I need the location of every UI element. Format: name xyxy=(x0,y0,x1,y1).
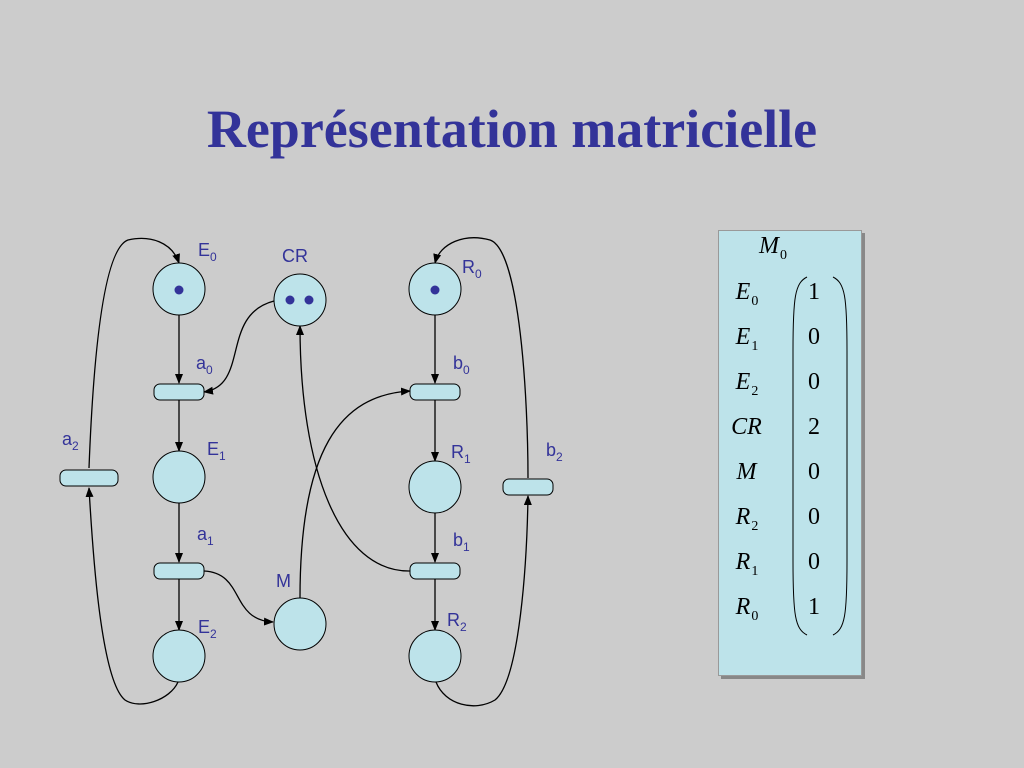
label-M: M xyxy=(276,571,291,591)
label-R1: R1 xyxy=(451,442,471,466)
label-a2: a2 xyxy=(62,429,79,453)
row-name: R0 xyxy=(735,594,759,624)
row-value: 0 xyxy=(808,549,820,575)
transitions xyxy=(59,383,554,580)
row-value: 0 xyxy=(808,459,820,485)
place-R1 xyxy=(408,460,462,514)
place-E2 xyxy=(152,629,206,683)
arc-M-b0 xyxy=(299,387,411,599)
transition-b0 xyxy=(409,383,461,401)
transition-a2 xyxy=(59,469,119,487)
labels: E0 E1 E2 CR M R0 R1 R2 a0 a1 a2 b0 b1 b2 xyxy=(62,240,563,641)
label-CR: CR xyxy=(282,246,308,266)
token-R0 xyxy=(430,285,440,295)
token-CR-2 xyxy=(304,295,314,305)
label-a0: a0 xyxy=(196,353,213,377)
marking-row: E1 0 xyxy=(719,320,861,364)
label-b2: b2 xyxy=(546,440,563,464)
row-value: 2 xyxy=(808,414,820,440)
row-value: 0 xyxy=(808,324,820,350)
arc-E2-a2 xyxy=(85,487,179,705)
matrix-brackets xyxy=(792,276,848,636)
place-M xyxy=(273,597,327,651)
arc-R2-b2 xyxy=(435,495,532,707)
marking-row: R2 0 xyxy=(719,500,861,544)
places xyxy=(152,262,462,683)
label-E1: E1 xyxy=(207,439,226,463)
label-E0: E0 xyxy=(198,240,217,264)
transition-b2 xyxy=(502,478,554,496)
transition-a0 xyxy=(153,383,205,401)
row-name: E2 xyxy=(735,369,759,399)
place-E1 xyxy=(152,450,206,504)
marking-vector-header: M0 xyxy=(759,233,787,263)
left-bracket xyxy=(792,276,808,636)
row-name: E1 xyxy=(735,324,759,354)
place-R2 xyxy=(408,629,462,683)
row-value: 0 xyxy=(808,369,820,395)
right-bracket xyxy=(832,276,848,636)
marking-row: M 0 xyxy=(719,455,861,499)
marking-row: E0 1 xyxy=(719,275,861,319)
marking-row: R0 1 xyxy=(719,590,861,634)
row-name: E0 xyxy=(735,279,759,309)
arc-a1-M xyxy=(203,570,274,626)
row-name: R1 xyxy=(735,549,759,579)
label-R2: R2 xyxy=(447,610,467,634)
petri-net-diagram: E0 E1 E2 CR M R0 R1 R2 a0 a1 a2 b0 b1 b2 xyxy=(59,237,563,707)
marking-row: R1 0 xyxy=(719,545,861,589)
row-value: 1 xyxy=(808,279,820,305)
row-value: 0 xyxy=(808,504,820,530)
row-name: R2 xyxy=(735,504,759,534)
arc-b1-CR xyxy=(296,325,411,572)
page-title: Représentation matricielle xyxy=(206,99,818,159)
label-R0: R0 xyxy=(462,257,482,281)
marking-vector-box: M0 E0 1 E1 0 E2 0 CR 2 M 0 R2 0 R1 0 R0 … xyxy=(718,230,862,676)
row-name: M xyxy=(736,459,757,485)
label-b1: b1 xyxy=(453,530,470,554)
transition-b1 xyxy=(409,562,461,580)
row-name: CR xyxy=(731,414,762,440)
token-E0 xyxy=(174,285,184,295)
transition-a1 xyxy=(153,562,205,580)
arcs xyxy=(85,237,532,707)
place-CR xyxy=(273,273,327,327)
arc-a2-E0 xyxy=(88,237,180,469)
row-value: 1 xyxy=(808,594,820,620)
token-CR-1 xyxy=(285,295,295,305)
label-E2: E2 xyxy=(198,617,217,641)
arc-b2-R0 xyxy=(433,237,529,479)
arc-CR-a0 xyxy=(203,300,275,395)
tokens xyxy=(174,285,440,305)
label-b0: b0 xyxy=(453,353,470,377)
marking-row: E2 0 xyxy=(719,365,861,409)
label-a1: a1 xyxy=(197,524,214,548)
marking-row: CR 2 xyxy=(719,410,861,454)
